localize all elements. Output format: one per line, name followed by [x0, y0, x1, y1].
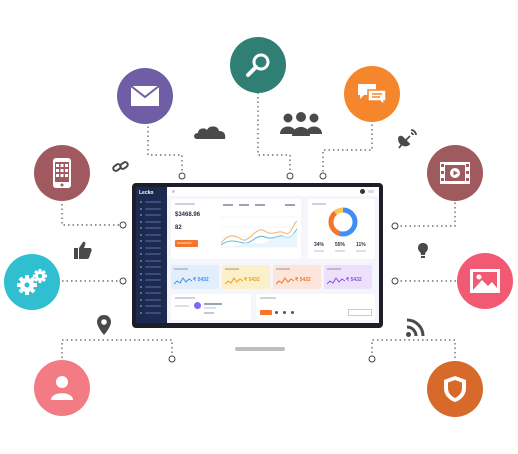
- sidebar-item[interactable]: [140, 220, 162, 224]
- rss-feed-icon: [406, 318, 425, 337]
- mini-stat-value: ₹ 5432: [346, 277, 362, 283]
- gears-icon: [4, 254, 60, 310]
- group-icon: [280, 112, 322, 136]
- shield-icon: [427, 361, 483, 417]
- mini-stat-value: ₹ 5432: [244, 277, 260, 283]
- image-icon: [457, 253, 513, 309]
- donut-chart: [328, 207, 358, 237]
- satellite-dish-icon: [398, 129, 417, 149]
- thumbs-up-icon: [74, 241, 92, 259]
- donut-label: 34%: [314, 242, 325, 248]
- stat-value: $3468.96: [175, 212, 201, 218]
- sidebar-item[interactable]: [140, 266, 162, 269]
- location-pin-icon: [97, 315, 111, 335]
- sidebar-item[interactable]: [140, 311, 162, 315]
- sidebar-item[interactable]: [140, 201, 162, 204]
- sidebar-item[interactable]: [140, 253, 162, 256]
- dashboard-topbar: [167, 187, 379, 196]
- laptop-screen: Lecko $3468.96 82 SUMMARY: [132, 183, 383, 328]
- brand-logo: Lecko: [139, 190, 154, 196]
- sidebar-item[interactable]: [140, 279, 162, 282]
- sidebar-item[interactable]: [140, 246, 162, 250]
- sidebar-item[interactable]: [140, 214, 162, 217]
- sidebar-item[interactable]: [140, 305, 162, 308]
- sidebar-item[interactable]: [140, 240, 162, 243]
- sidebar-item[interactable]: [140, 272, 162, 276]
- donut-label: 55%: [335, 242, 346, 248]
- chat-icon: [344, 66, 400, 122]
- mini-stat-value: ₹ 5432: [295, 277, 311, 283]
- stat-card: $3468.96 82 SUMMARY: [171, 199, 301, 259]
- sidebar-item[interactable]: [140, 207, 162, 211]
- bottom-card-right: [256, 294, 375, 320]
- stat-button[interactable]: SUMMARY: [175, 240, 198, 247]
- user-icon: [34, 360, 90, 416]
- donut-label: 11%: [356, 242, 366, 248]
- mail-icon: [117, 68, 173, 124]
- mini-stat-card: ₹ 5432: [324, 265, 372, 289]
- mini-stat-card: ₹ 5432: [273, 265, 321, 289]
- mini-stat-card: ₹ 5432: [171, 265, 219, 289]
- laptop-base: [235, 347, 285, 351]
- link-icon: [112, 161, 129, 172]
- cloud-icon: [194, 126, 226, 139]
- mobile-phone-icon: [34, 145, 90, 201]
- sidebar-item[interactable]: [140, 285, 162, 289]
- search-icon: [230, 37, 286, 93]
- sidebar-item[interactable]: [140, 298, 162, 302]
- donut-card: 34% 55% 11%: [308, 199, 375, 259]
- line-chart: [220, 204, 298, 248]
- bottom-card-left: [171, 294, 251, 320]
- sidebar-item[interactable]: [140, 233, 162, 237]
- mini-stat-value: ₹ 5432: [193, 277, 209, 283]
- mini-stat-card: ₹ 5432: [222, 265, 270, 289]
- stat-count: 82: [175, 225, 182, 231]
- sidebar-item[interactable]: [140, 227, 162, 230]
- sidebar-item[interactable]: [140, 292, 162, 295]
- film-icon: [427, 145, 483, 201]
- dashboard-sidebar: Lecko: [136, 187, 167, 323]
- sidebar-item[interactable]: [140, 259, 162, 263]
- lightbulb-icon: [418, 243, 428, 258]
- dashboard-screenshot: Lecko $3468.96 82 SUMMARY: [136, 187, 379, 323]
